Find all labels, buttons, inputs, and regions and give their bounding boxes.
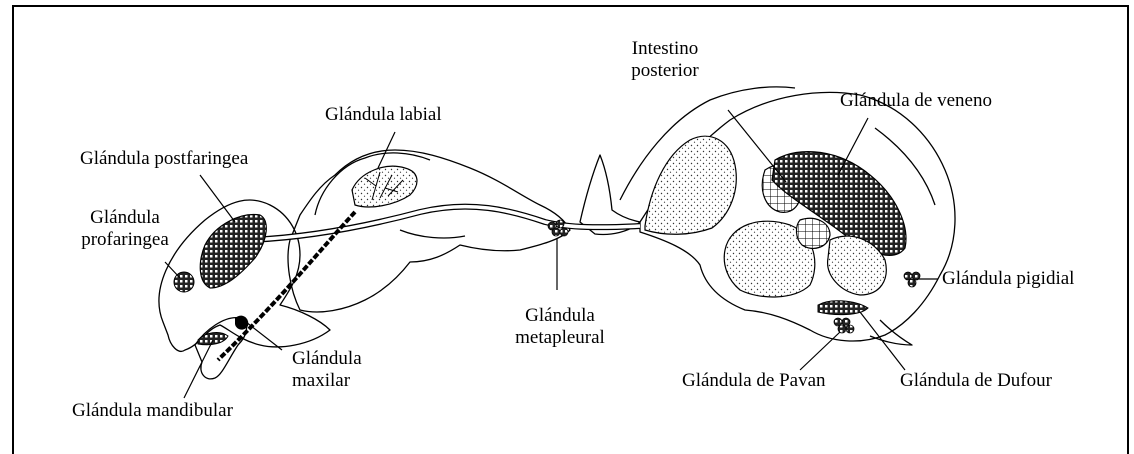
label-glandula-profaringea: Glándula profaringea (70, 207, 180, 251)
pygidial-gland (904, 272, 920, 287)
leader-postfaringea (200, 175, 235, 222)
hindgut-lower (796, 218, 830, 248)
label-glandula-de-veneno: Glándula de veneno (840, 90, 992, 112)
leader-intestino (728, 110, 786, 182)
label-glandula-metapleural: Glándula metapleural (505, 305, 615, 349)
label-glandula-postfaringea: Glándula postfaringea (80, 148, 248, 170)
label-glandula-pigidial: Glándula pigidial (942, 268, 1074, 290)
postpharyngeal-gland (200, 215, 266, 288)
pavan-gland (834, 318, 854, 333)
labial-gland (352, 166, 417, 207)
label-glandula-de-dufour: Glándula de Dufour (900, 370, 1052, 392)
petiole-outline (580, 155, 640, 235)
mandibular-gland (198, 333, 228, 345)
crop (645, 136, 736, 234)
leader-pavan (800, 332, 840, 370)
label-glandula-maxilar: Glándula maxilar (292, 348, 362, 392)
label-intestino-posterior: Intestino posterior (610, 38, 720, 82)
label-glandula-labial: Glándula labial (325, 104, 442, 126)
label-glandula-de-pavan: Glándula de Pavan (682, 370, 826, 392)
label-glandula-mandibular: Glándula mandibular (72, 400, 233, 422)
leader-profaringea (165, 262, 180, 278)
coxa (400, 230, 465, 238)
leader-dufour (860, 312, 905, 370)
